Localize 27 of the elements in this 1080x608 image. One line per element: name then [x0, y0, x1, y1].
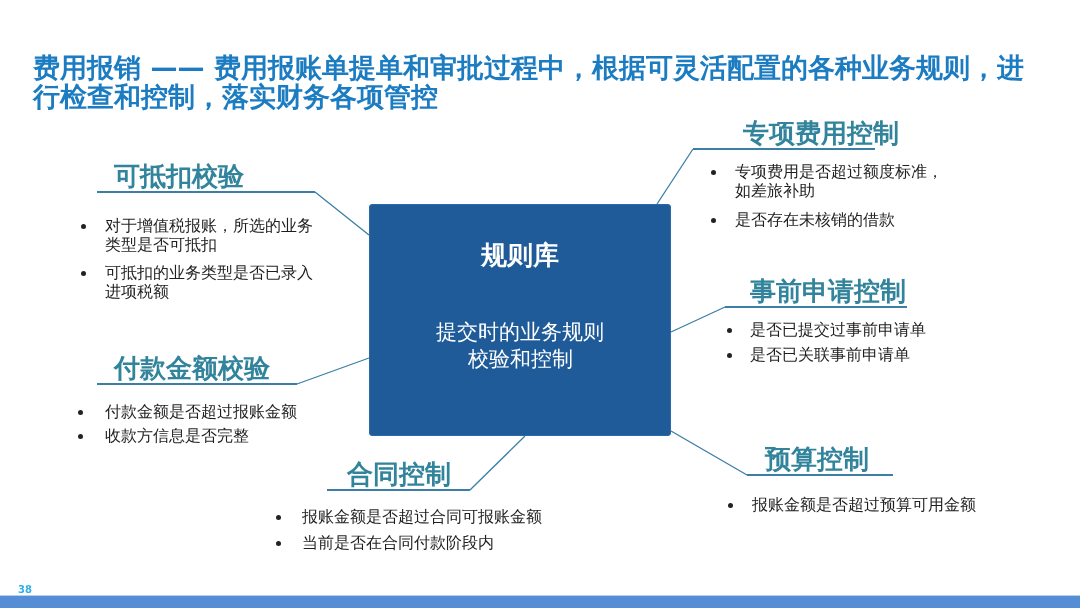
connector-line: [314, 191, 370, 236]
bullet-text: 报账金额是否超过预算可用金额: [752, 495, 976, 515]
bullet-text: 是否已关联事前申请单: [750, 345, 910, 365]
connector-line: [670, 430, 748, 476]
section-heading: 可抵扣校验: [97, 160, 315, 193]
bullet-text: 付款金额是否超过报账金额: [105, 402, 297, 422]
box-title: 规则库: [480, 240, 560, 270]
connector-line: [469, 435, 526, 491]
connector-line: [296, 357, 370, 385]
bullet-text: 当前是否在合同付款阶段内: [302, 533, 494, 553]
connector-line: [656, 148, 694, 205]
bullet-text: 报账金额是否超过合同可报账金额: [302, 507, 542, 527]
slide-title: 费用报销 —— 费用报账单提单和审批过程中，根据可灵活配置的各种业务规则，进行检查和控制，落实财务各项管控: [33, 53, 1025, 111]
page-number: 38: [18, 584, 32, 596]
connector-line: [670, 306, 726, 333]
section-heading: 事前申请控制: [725, 275, 910, 308]
rule-library-box: [369, 204, 671, 436]
bullet-text: 收款方信息是否完整: [105, 426, 249, 446]
section-heading: 预算控制: [747, 443, 893, 476]
bullet-text: 专项费用是否超过额度标准，如差旅补助: [735, 162, 943, 201]
bullet-text: 对于增值税报账，所选的业务类型是否可抵扣: [105, 216, 313, 255]
bullet-text: 是否存在未核销的借款: [735, 210, 895, 230]
section-heading: 合同控制: [327, 458, 470, 491]
box-text: 提交时的业务规则校验和控制: [435, 319, 605, 373]
bullet-text: 可抵扣的业务类型是否已录入进项税额: [105, 263, 313, 302]
bullet-text: 是否已提交过事前申请单: [750, 320, 926, 340]
section-heading: 付款金额校验: [97, 352, 297, 385]
